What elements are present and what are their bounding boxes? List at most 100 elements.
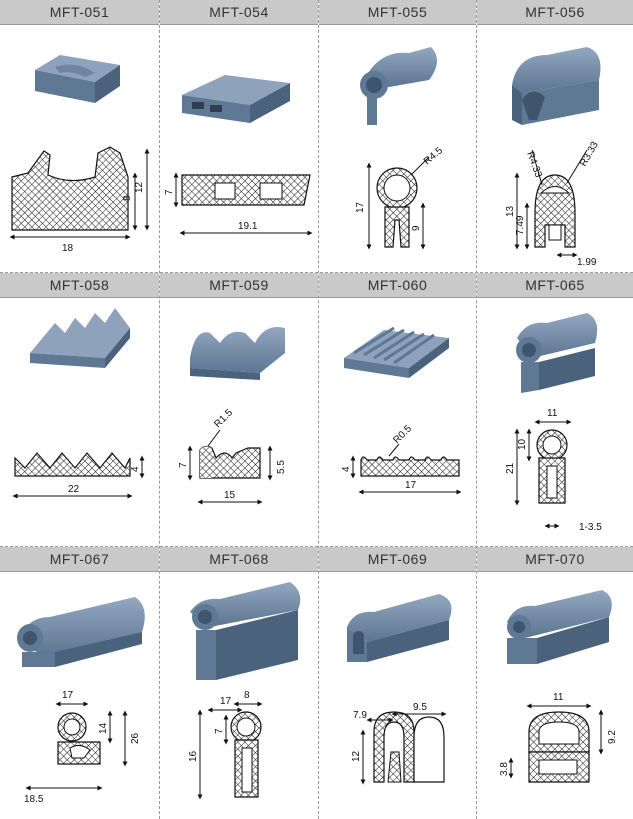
mft-054-dim-width: 19.1 <box>238 221 258 232</box>
mft-065-3d-view <box>516 313 598 393</box>
mft-059-dim-height: 7 <box>178 462 189 468</box>
mft-054-drawing: 19.1 7 <box>164 75 313 236</box>
mft-060-profile <box>350 443 462 495</box>
mft-056-dim-radius-inner: R3.33 <box>578 140 601 169</box>
mft-060-drawing: R0.5 4 17 <box>341 326 462 495</box>
product-cell-mft-059: R1.5 7 5.5 15 <box>160 298 318 546</box>
mft-065-dim-flange-range: 1-3.5 <box>579 522 602 533</box>
mft-067-dim-width: 17 <box>62 690 74 701</box>
mft-056-dim-inner-height: 7.49 <box>515 215 526 235</box>
mft-051-dim-total-height: 12 <box>134 181 145 193</box>
mft-070-dim-width: 11 <box>553 692 564 703</box>
mft-054-dim-height: 7 <box>164 189 175 195</box>
mft-058-profile <box>12 452 145 499</box>
product-cell-mft-070: 11 9.2 3.8 <box>477 572 633 819</box>
mft-069-dim-width: 9.5 <box>413 702 427 713</box>
column-divider <box>318 0 319 819</box>
mft-068-dim-bulb-width: 8 <box>244 690 250 701</box>
mft-065-drawing: 11 10 21 1-3.5 <box>505 313 602 533</box>
mft-068-3d-view <box>190 582 301 680</box>
mft-068-profile <box>197 701 263 800</box>
product-cell-mft-054: 19.1 7 <box>160 25 318 272</box>
product-code-header: MFT-068 <box>160 547 318 572</box>
mft-058-drawing: 22 4 <box>12 308 145 499</box>
mft-069-dim-offset: 7.9 <box>353 710 367 721</box>
mft-054-profile <box>173 172 313 236</box>
mft-058-3d-view <box>30 308 130 368</box>
product-code-header: MFT-056 <box>477 0 633 25</box>
mft-055-dim-height: 17 <box>355 201 366 213</box>
mft-067-dim-total-width: 18.5 <box>24 794 44 805</box>
mft-060-dim-height: 4 <box>341 466 352 472</box>
mft-055-dim-radius: R4.5 <box>422 145 446 167</box>
mft-055-profile <box>366 156 430 250</box>
mft-068-drawing: 17 8 7 16 <box>188 582 301 800</box>
mft-059-dim-width: 15 <box>224 490 236 501</box>
mft-069-3d-view <box>347 594 452 662</box>
mft-054-3d-view <box>182 75 290 123</box>
row-divider <box>0 546 633 547</box>
mft-059-profile <box>187 429 273 505</box>
mft-051-dim-height: 8 <box>122 195 133 201</box>
mft-067-profile <box>25 701 128 791</box>
product-cell-mft-051: 18 8 12 <box>0 25 159 272</box>
product-code-header: MFT-070 <box>477 547 633 572</box>
mft-069-dim-height: 12 <box>351 750 362 762</box>
mft-056-profile <box>514 149 588 258</box>
mft-065-dim-height: 21 <box>505 462 516 474</box>
column-divider <box>159 0 160 819</box>
mft-068-dim-height: 16 <box>188 750 199 762</box>
mft-056-dim-height: 13 <box>505 205 516 217</box>
mft-069-drawing: 7.9 9.5 12 <box>347 594 452 785</box>
mft-056-dim-gap: 1.99 <box>577 257 597 268</box>
product-code-header: MFT-065 <box>477 273 633 298</box>
mft-070-3d-view <box>507 590 612 664</box>
product-cell-mft-068: 17 8 7 16 <box>160 572 318 819</box>
mft-065-profile <box>514 419 572 529</box>
mft-051-drawing: 18 8 12 <box>9 55 150 254</box>
product-code-header: MFT-055 <box>319 0 476 25</box>
mft-069-profile <box>360 711 447 785</box>
mft-065-dim-bulb: 10 <box>517 438 528 450</box>
mft-070-dim-flange: 3.8 <box>499 762 510 776</box>
mft-051-profile <box>9 146 150 240</box>
row-divider <box>0 272 633 273</box>
mft-070-dim-height: 9.2 <box>607 730 618 744</box>
mft-067-dim-height: 26 <box>130 732 141 744</box>
mft-056-drawing: R4.33 R3.33 13 7.49 1.99 <box>505 47 601 268</box>
product-cell-mft-067: 17 14 26 18.5 <box>0 572 159 819</box>
mft-067-drawing: 17 14 26 18.5 <box>17 597 145 805</box>
mft-068-dim-offset: 17 <box>220 696 232 707</box>
mft-060-dim-radius: R0.5 <box>391 423 414 446</box>
product-cell-mft-055: R4.5 17 9 <box>319 25 476 272</box>
mft-051-3d-view <box>35 55 120 103</box>
mft-059-3d-view <box>190 327 285 380</box>
product-code-header: MFT-054 <box>160 0 318 25</box>
product-code-header: MFT-060 <box>319 273 476 298</box>
product-cell-mft-056: R4.33 R3.33 13 7.49 1.99 <box>477 25 633 272</box>
mft-070-drawing: 11 9.2 3.8 <box>499 590 618 783</box>
product-cell-mft-065: 11 10 21 1-3.5 <box>477 298 633 546</box>
mft-070-profile <box>508 703 604 783</box>
mft-056-dim-radius-outer: R4.33 <box>524 150 544 179</box>
mft-058-dim-width: 22 <box>68 484 80 495</box>
mft-065-dim-width: 11 <box>547 408 558 419</box>
product-code-header: MFT-058 <box>0 273 159 298</box>
mft-055-3d-view <box>360 47 438 125</box>
mft-059-drawing: R1.5 7 5.5 15 <box>178 327 287 505</box>
mft-060-3d-view <box>344 326 449 378</box>
mft-055-drawing: R4.5 17 9 <box>355 47 446 250</box>
product-code-header: MFT-059 <box>160 273 318 298</box>
product-code-header: MFT-069 <box>319 547 476 572</box>
column-divider <box>476 0 477 819</box>
product-cell-mft-060: R0.5 4 17 <box>319 298 476 546</box>
product-code-header: MFT-067 <box>0 547 159 572</box>
mft-056-3d-view <box>512 47 601 125</box>
mft-059-dim-radius: R1.5 <box>212 407 235 430</box>
mft-059-dim-inner-height: 5.5 <box>276 460 287 474</box>
mft-067-dim-bulb: 14 <box>98 722 109 734</box>
mft-067-3d-view <box>17 597 145 667</box>
product-code-header: MFT-051 <box>0 0 159 25</box>
mft-055-dim-leg: 9 <box>411 225 422 231</box>
